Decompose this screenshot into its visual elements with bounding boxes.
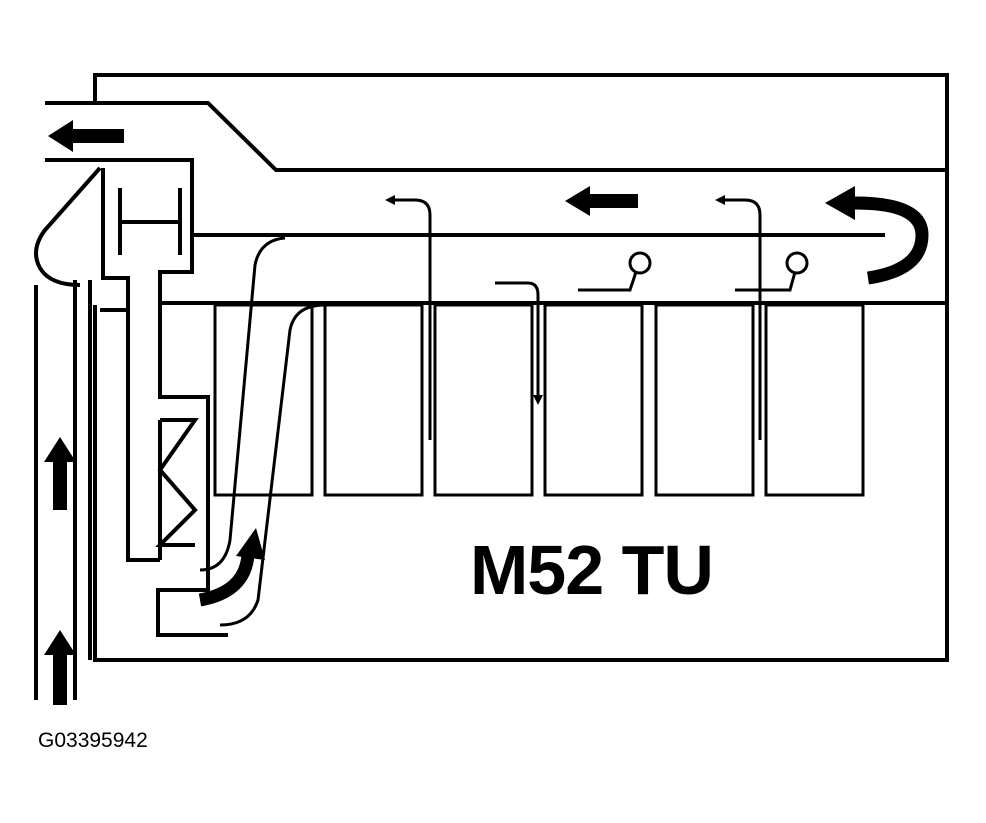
cylinder-4 [543,303,644,497]
arrow-left-outlet [48,120,124,152]
figure-id-label: G03395942 [38,729,148,752]
cylinder-3 [433,303,534,497]
arrow-u-turn-head [825,186,855,220]
sensor-valves [578,251,809,292]
arrow-u-turn [854,196,929,285]
sensor-valve-1 [628,251,652,275]
cylinder-5 [654,303,755,497]
arrow-left-head [565,186,638,216]
coolant-passage-lines [199,236,326,627]
cylinder-1 [213,303,314,497]
engine-outline [93,73,949,662]
cylinder-6 [764,303,865,497]
cylinder-head-outline [45,101,947,305]
thermostat-housing [34,158,228,700]
water-pump-impeller [155,418,199,560]
cylinder-block [213,303,865,497]
bold-flow-arrows [44,120,638,705]
arrow-curve-up-head [236,528,265,560]
arrow-up-lower [44,630,76,705]
arrow-up-upper [44,437,76,510]
cylinder-2 [323,303,424,497]
arrow-curve-up [198,554,255,607]
engine-model-label: M52 TU [470,531,714,609]
sensor-valve-2 [785,251,809,275]
curved-flow-arrows [198,186,929,607]
flow-tubes [385,195,762,440]
